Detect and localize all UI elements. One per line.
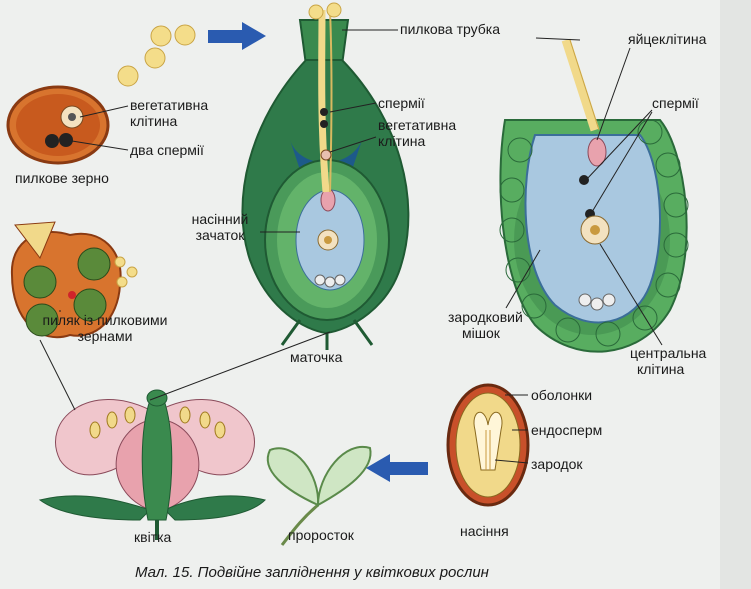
label-pollen-grain: пилкове зерно <box>15 171 109 186</box>
label-anther-1: пиляк із пилковими <box>30 313 180 328</box>
label-embryo-sac-1: зародковий <box>448 310 523 325</box>
label-central-cell-2: клітина <box>637 362 684 377</box>
pollen-grain-section <box>8 87 108 163</box>
label-flower: квітка <box>134 530 171 545</box>
label-coats: оболонки <box>531 388 592 403</box>
label-ovule-1: насінний <box>180 212 260 227</box>
label-vegetative-cell-center-1: вегетативна <box>378 118 456 133</box>
label-vegetative-cell-left-2: клітина <box>130 114 177 129</box>
label-central-cell-1: центральна <box>630 346 706 361</box>
label-vegetative-cell-center-2: клітина <box>378 134 425 149</box>
label-ovule-2: зачаток <box>180 228 260 243</box>
label-pollen-tube: пилкова трубка <box>400 22 500 37</box>
label-anther-2: зернами <box>30 329 180 344</box>
label-embryo-sac-2: мішок <box>462 326 500 341</box>
label-sperms-center: спермії <box>378 96 425 111</box>
label-embryo: зародок <box>531 457 583 472</box>
label-pistil: маточка <box>290 350 342 365</box>
label-egg-cell: яйцеклітина <box>628 32 706 47</box>
figure-caption: Мал. 15. Подвійне запліднення у квіткови… <box>135 564 489 581</box>
label-vegetative-cell-left-1: вегетативна <box>130 98 208 113</box>
label-endosperm: ендосперм <box>531 423 602 438</box>
label-seed: насіння <box>460 524 509 539</box>
label-sperms-right: спермії <box>652 96 699 111</box>
label-seedling: проросток <box>288 528 354 543</box>
seed <box>448 385 528 505</box>
label-two-sperms: два спермії <box>130 143 204 158</box>
